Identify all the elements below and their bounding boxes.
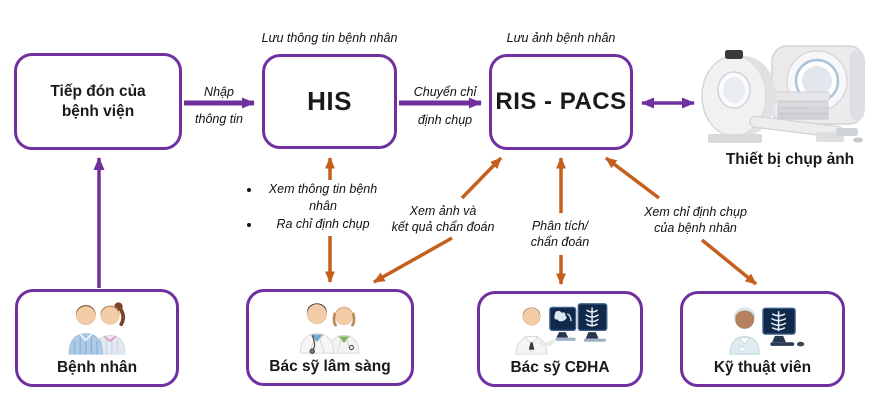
reception-label: Tiếp đón của bệnh viện: [50, 83, 146, 120]
cdha-to-ris-pacs-label: Phân tích/ chẩn đoán: [530, 219, 590, 250]
reception-to-his-label-line2: thông tin: [195, 112, 243, 126]
arrow-technician-to-ris-pacs-up: [604, 156, 661, 200]
his-to-ris-pacs-label-line2: định chụp: [417, 113, 473, 127]
his-caption: Lưu thông tin bệnh nhân: [261, 31, 398, 45]
imaging-doctor-label: Bác sỹ CĐHA: [510, 358, 610, 376]
radiologist-monitors-icon: [510, 301, 610, 356]
patient-label: Bệnh nhân: [56, 358, 138, 376]
arrow-ris-pacs-to-technician-down: [700, 238, 758, 286]
clinical-doctors-icon: [284, 299, 376, 355]
ris-pacs-label: RIS - PACS: [495, 88, 627, 115]
arrow-clinical-to-ris-pacs-up: [460, 156, 503, 200]
imaging-device-label: Thiết bị chụp ảnh: [725, 151, 855, 168]
imaging-doctor-box: Bác sỹ CĐHA: [477, 291, 643, 387]
clinical-doctor-box: Bác sỹ lâm sàng: [246, 289, 414, 386]
ris-pacs-box: RIS - PACS: [489, 54, 633, 150]
his-to-ris-pacs-label-line1: Chuyển chỉ: [413, 85, 477, 99]
technician-monitor-icon: [715, 301, 811, 356]
reception-to-his-label-line1: Nhập: [204, 85, 234, 99]
imaging-device-image: [698, 42, 868, 148]
clinical-doctor-label: Bác sỹ lâm sàng: [269, 357, 391, 375]
clinical-his-bullet-list: Xem thông tin bệnh nhân Ra chỉ định chụp: [235, 181, 385, 235]
patient-box: Bệnh nhân: [15, 289, 179, 387]
reception-box: Tiếp đón của bệnh viện: [14, 53, 182, 150]
technician-label: Kỹ thuật viên: [713, 358, 812, 376]
arrow-ris-pacs-to-clinical-down: [373, 236, 453, 284]
patients-icon: [51, 300, 143, 356]
bullet-issue-imaging-order: Ra chỉ định chụp: [261, 216, 385, 233]
his-label: HIS: [307, 86, 352, 116]
technician-to-ris-pacs-label: Xem chỉ định chụp của bệnh nhân: [644, 205, 747, 236]
clinical-to-ris-pacs-label: Xem ảnh và kết quả chẩn đoán: [391, 204, 495, 235]
his-box: HIS: [262, 54, 397, 149]
ct-mri-scanner-icon: [701, 45, 865, 143]
ris-pacs-caption: Lưu ảnh bệnh nhân: [506, 31, 616, 45]
bullet-view-patient-info: Xem thông tin bệnh nhân: [261, 181, 385, 214]
technician-box: Kỹ thuật viên: [680, 291, 845, 387]
